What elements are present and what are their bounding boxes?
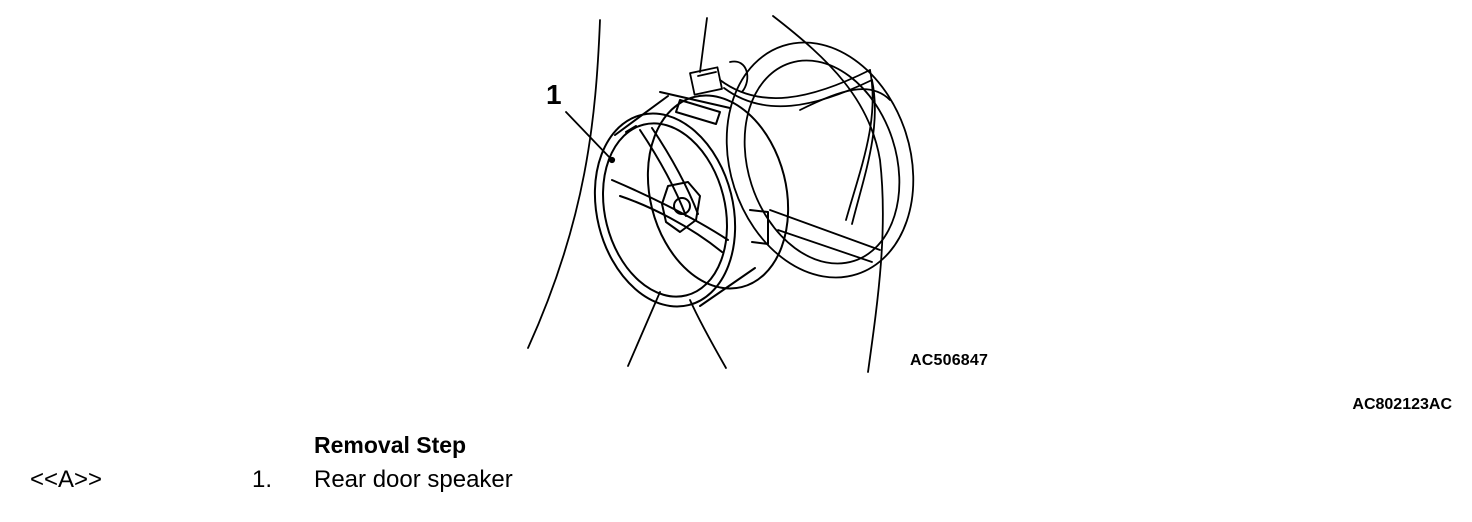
page-code: AC802123AC [1352,396,1452,413]
removal-steps-heading: Removal Step [314,432,467,458]
callout-leader [565,111,616,164]
figure-code: AC506847 [910,352,989,369]
step-reference-mark: <<A>> [30,466,103,493]
callout-number: 1 [546,79,562,110]
speaker-illustration: 1 [527,15,915,373]
removal-step-row: <<A>> 1. Rear door speaker [0,466,1472,498]
step-number: 1. [252,466,273,493]
step-label: Rear door speaker [314,466,513,493]
door-panel-outline [527,15,884,373]
speaker-body [593,91,790,308]
wire-harness [719,60,876,225]
connector-icon [689,66,723,96]
speaker-mount-bracket [725,41,915,279]
